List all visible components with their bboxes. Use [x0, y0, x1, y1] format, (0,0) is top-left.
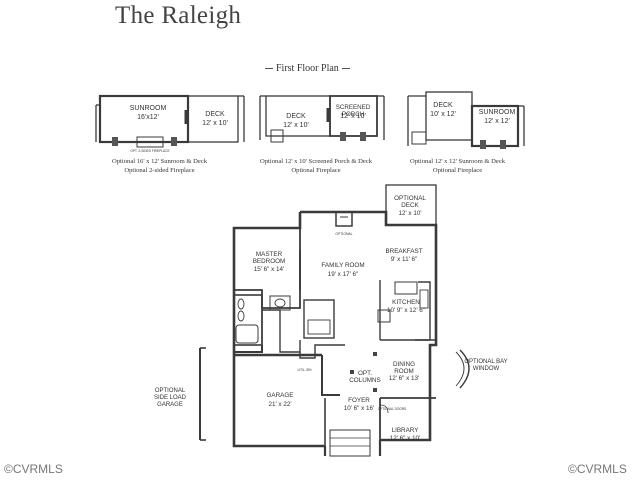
optional-deck-size: 12' x 10' — [398, 210, 421, 217]
master-bedroom-label-line: MASTER — [256, 251, 283, 258]
option-3-plan — [407, 91, 525, 149]
family-room-size: 19' x 17' 6" — [328, 271, 359, 278]
library-size: 12' 6" x 10' — [390, 435, 421, 442]
opt-columns-label: OPT.COLUMNS — [349, 370, 381, 384]
utility-label: UTIL./SH. — [298, 368, 313, 372]
opt-columns-label-line: OPT. — [358, 370, 372, 377]
opt-columns-label-line: COLUMNS — [349, 377, 381, 384]
dining-room-size: 12' 6" x 13' — [389, 375, 420, 382]
optional-deck-label-line: DECK — [401, 202, 419, 209]
optional-deck-label-line: OPTIONAL — [394, 195, 426, 202]
main-floor-plan — [199, 184, 470, 457]
master-bedroom-label-line: BEDROOM — [253, 258, 286, 265]
opt1-sunroom-label: SUNROOM — [130, 105, 167, 112]
dining-room-label-line: ROOM — [394, 368, 414, 375]
kitchen-size: 10' 9" x 12' 6" — [387, 307, 425, 314]
opt3-deck-size: 10' x 12' — [430, 111, 456, 118]
opt1-deck-label: DECK — [205, 111, 225, 118]
caption-line: Optional 16' x 12' Sunroom & Deck — [112, 158, 208, 165]
optional-doors-label: OPTIONAL DOORS — [378, 407, 407, 411]
divider — [341, 68, 350, 70]
opt1-deck-size: 12' x 10' — [202, 120, 228, 127]
breakfast-size: 9' x 11' 6" — [391, 256, 418, 263]
family-room-label: FAMILY ROOM — [321, 262, 364, 269]
garage-label: GARAGE — [267, 392, 294, 399]
divider — [265, 68, 273, 70]
subtitle-text: First Floor Plan — [276, 63, 339, 74]
option-2-caption: Optional 12' x 10' Screened Porch & Deck… — [260, 158, 372, 175]
kitchen-label: KITCHEN — [392, 299, 420, 306]
opt2-deck-size: 12' x 10' — [283, 122, 309, 129]
watermark-left: ©CVRMLS — [4, 462, 63, 476]
opt3-sunroom-size: 12' x 12' — [484, 118, 510, 125]
option-2-plan — [259, 95, 385, 143]
breakfast-label: BREAKFAST — [385, 248, 422, 255]
bay-window-label-line: OPTIONAL BAY — [464, 359, 507, 365]
garage-size: 21' x 22' — [268, 401, 291, 408]
caption-line: Optional 12' x 10' Screened Porch & Deck — [260, 158, 373, 165]
master-bedroom-size: 15' 6" x 14' — [254, 266, 285, 273]
opt1-sunroom-size: 16'x12' — [137, 114, 159, 121]
caption-line: Optional Fireplace — [291, 166, 341, 174]
opt3-deck-label: DECK — [433, 102, 453, 109]
option-1-caption: Optional 16' x 12' Sunroom & Deck Option… — [112, 158, 207, 175]
opt2-porch-size: 12' x 10' — [340, 113, 366, 120]
caption-line: Optional Fireplace — [432, 166, 483, 174]
fireplace-note: OPTIONAL — [335, 232, 352, 236]
opt2-porch-label-line: PORCH — [342, 111, 364, 118]
foyer-size: 10' 6" x 16' — [344, 405, 375, 412]
library-label: LIBRARY — [392, 427, 420, 434]
plan-subtitle: First Floor Plan — [262, 63, 353, 74]
opt3-sunroom-label: SUNROOM — [479, 109, 516, 116]
opt2-deck-label: DECK — [286, 113, 306, 120]
side-load-garage-label-line: GARAGE — [157, 402, 183, 408]
option-3-caption: Optional 12' x 12' Sunroom & Deck Option… — [410, 158, 505, 175]
watermark-right: ©CVRMLS — [568, 462, 627, 476]
side-load-garage-label-line: OPTIONAL — [155, 388, 186, 394]
plan-title: The Raleigh — [115, 2, 242, 29]
side-load-garage-label-line: SIDE LOAD — [154, 395, 187, 401]
caption-line: Optional 12' x 12' Sunroom & Deck — [410, 158, 506, 165]
foyer-label: FOYER — [348, 397, 370, 404]
option-1-plan — [95, 94, 245, 148]
dining-room-label-line: DINING — [393, 361, 415, 368]
bay-window-label-line: WINDOW — [473, 366, 500, 372]
caption-line: Optional 2-sided Fireplace — [124, 166, 195, 174]
opt1-fireplace-note: OPT. 2-SIDED FIREPLACE — [130, 149, 169, 153]
opt2-porch-label-line: SCREENED — [336, 104, 371, 111]
